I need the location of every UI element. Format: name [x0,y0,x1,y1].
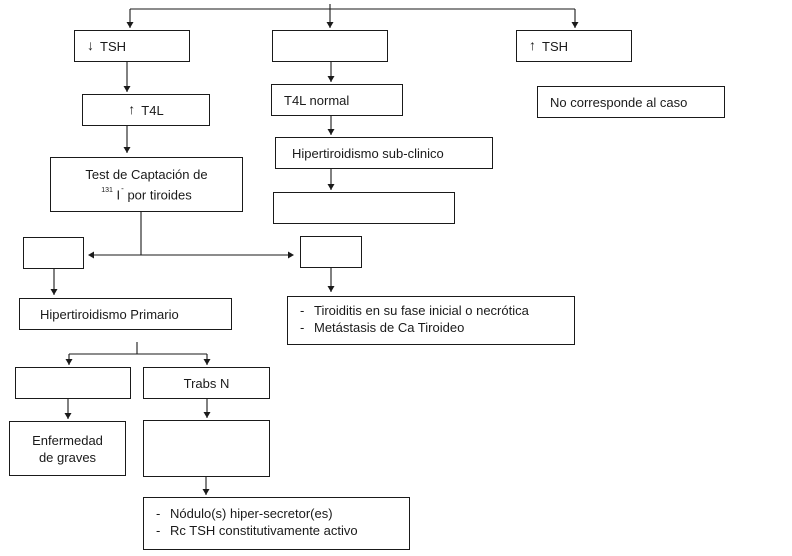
blank-uptake-left-box [23,237,84,269]
blank-top-middle-box [272,30,388,62]
arrowhead [126,22,134,28]
list-item: Rc TSH constitutivamente activo [156,522,409,539]
not-this-case-box: No corresponde al caso [537,86,725,118]
uptake-test-line2: 131 I- por tiroides [101,183,192,203]
arrowhead [327,76,335,82]
graves-box: Enfermedad de graves [9,421,126,476]
isotope-number: 131 [101,186,113,194]
iodine-symbol: I [116,187,121,203]
tsh-low-box: ↓ TSH [74,30,190,62]
up-arrow-icon: ↑ [128,100,136,117]
subclinical-box: Hipertiroidismo sub-clinico [275,137,493,169]
primary-hyperthyroidism-label: Hipertiroidismo Primario [40,306,179,322]
nodule-list-box: Nódulo(s) hiper-secretor(es) Rc TSH cons… [143,497,410,550]
t4l-high-label: T4L [141,102,164,118]
up-arrow-icon: ↑ [529,36,536,53]
arrowhead [123,147,131,153]
arrowhead [203,412,211,418]
tsh-high-box: ↑ TSH [516,30,632,62]
down-arrow-icon: ↓ [87,36,94,53]
ion-charge: - [121,183,124,193]
list-item: Nódulo(s) hiper-secretor(es) [156,505,409,522]
blank-subclinical-result-box [273,192,455,224]
nodule-list: Nódulo(s) hiper-secretor(es) Rc TSH cons… [156,505,409,539]
arrowhead [88,251,94,259]
trabs-label: Trabs N [183,375,230,391]
graves-line2: de graves [38,449,97,465]
blank-trabs-result-box [143,420,270,477]
thyroiditis-list-box: Tiroiditis en su fase inicial o necrótic… [287,296,575,345]
arrowhead [50,289,58,295]
primary-hyperthyroidism-box: Hipertiroidismo Primario [19,298,232,330]
trabs-box: Trabs N [143,367,270,399]
tsh-high-label: TSH [542,38,568,54]
t4l-normal-box: T4L normal [271,84,403,116]
list-item: Metástasis de Ca Tiroideo [300,319,574,336]
arrowhead [327,286,335,292]
uptake-test-line1: Test de Captación de [85,166,208,182]
arrowhead [202,489,210,495]
not-this-case-label: No corresponde al caso [550,94,688,110]
uptake-test-line2-rest: por tiroides [123,187,192,203]
t4l-normal-label: T4L normal [284,92,350,108]
blank-uptake-right-box [300,236,362,268]
tsh-low-label: TSH [100,38,126,54]
arrowhead [571,22,579,28]
arrowhead [203,359,211,365]
arrowhead [326,22,334,28]
arrowhead [65,359,73,365]
subclinical-label: Hipertiroidismo sub-clinico [292,145,444,161]
uptake-test-box: Test de Captación de 131 I- por tiroides [50,157,243,212]
arrowhead [123,86,131,92]
thyroiditis-list: Tiroiditis en su fase inicial o necrótic… [300,302,574,336]
arrowhead [64,413,72,419]
arrowhead [327,184,335,190]
graves-line1: Enfermedad [32,432,103,448]
t4l-high-box: ↑ T4L [82,94,210,126]
arrowhead [288,251,294,259]
list-item: Tiroiditis en su fase inicial o necrótic… [300,302,574,319]
arrowhead [327,129,335,135]
blank-primary-left-box [15,367,131,399]
